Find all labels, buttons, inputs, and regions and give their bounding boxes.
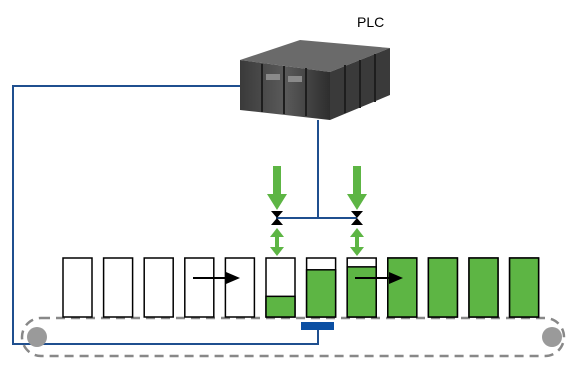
container-outline — [62, 257, 93, 318]
sensor-icon — [301, 322, 334, 330]
container-fill — [305, 269, 337, 318]
container — [265, 257, 296, 318]
motion-arrow-right-icon — [355, 272, 403, 284]
container-fill — [468, 257, 499, 318]
container — [184, 257, 215, 318]
plc-to-sensor-wire — [12, 85, 319, 345]
dispense-arrows — [270, 228, 364, 256]
container-outline — [184, 257, 215, 318]
plc-unit-icon — [240, 40, 390, 120]
container — [387, 257, 418, 318]
conveyor-roller-right-icon — [542, 327, 562, 347]
container — [305, 257, 337, 318]
container — [143, 257, 174, 318]
container — [62, 257, 93, 318]
container-outline — [143, 257, 174, 318]
container — [427, 257, 459, 318]
motion-arrows — [193, 272, 403, 284]
container-fill — [346, 266, 377, 318]
conveyor-roller-left-icon — [27, 327, 47, 347]
conveyor-belt — [20, 316, 566, 358]
motion-arrow-left-icon — [193, 272, 240, 284]
plc-to-valves-wire — [276, 120, 319, 219]
container — [102, 257, 134, 318]
containers — [62, 257, 540, 318]
container — [468, 257, 499, 318]
valve-right-icon — [351, 211, 363, 225]
container-outline — [102, 257, 134, 318]
container-fill — [427, 257, 459, 318]
container-fill — [265, 295, 296, 318]
supply-arrow-left-icon — [267, 166, 287, 210]
belt-outline — [20, 316, 566, 358]
container — [508, 257, 540, 318]
container-fill — [508, 257, 540, 318]
supply-arrows — [267, 166, 367, 210]
container-outline — [224, 257, 256, 318]
valve-left-icon — [271, 211, 283, 225]
plc-label: PLC — [357, 14, 385, 30]
container-fill — [387, 257, 418, 318]
container — [346, 257, 377, 318]
dispense-arrow-right-icon — [350, 228, 364, 256]
supply-arrow-right-icon — [347, 166, 367, 210]
dispense-arrow-left-icon — [270, 228, 284, 256]
container — [224, 257, 256, 318]
